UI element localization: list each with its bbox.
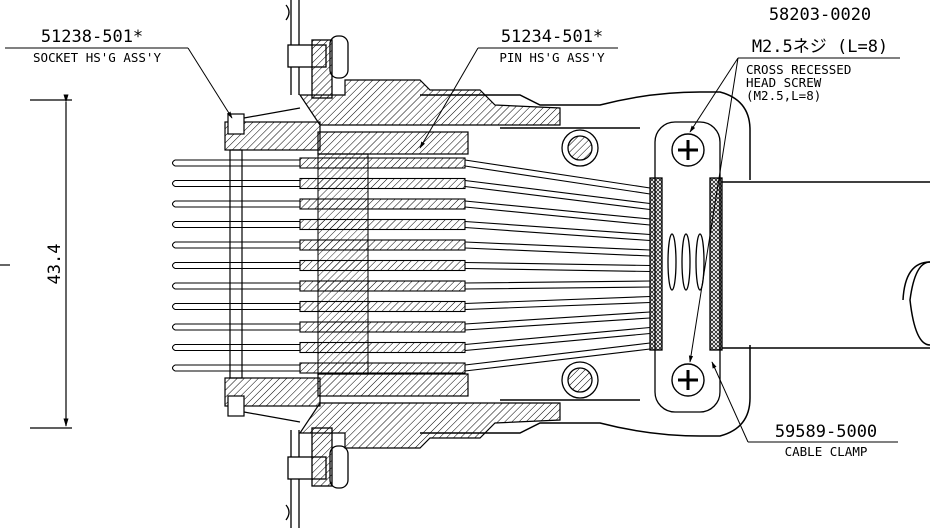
screw-desc-1: CROSS RECESSED (746, 62, 851, 77)
wire-lead (171, 200, 300, 208)
wire-bundle (171, 157, 651, 374)
screw-jp: M2.5ネジ (L=8) (752, 37, 888, 57)
wire-fan (464, 326, 651, 352)
wire-fan (464, 159, 651, 195)
wire-lead (171, 159, 300, 167)
wire-lead (171, 282, 300, 290)
socket-housing (224, 107, 321, 423)
mounting-panel (285, 0, 349, 528)
wire-lead (171, 323, 300, 331)
contact (299, 239, 466, 251)
contact (299, 198, 466, 210)
screw-desc-3: (M2.5,L=8) (746, 88, 821, 103)
pin-part-no: 51234-501* (501, 27, 603, 47)
contact (299, 157, 466, 169)
dimension-value: 43.4 (45, 244, 65, 285)
wire-fan (464, 311, 651, 331)
contact (299, 321, 466, 333)
wire-fan (464, 220, 651, 242)
clamp-part-no: 59589-5000 (775, 422, 877, 442)
wire-lead (171, 261, 300, 270)
pin-desc: PIN HS'G ASS'Y (499, 50, 605, 65)
wire-fan (464, 241, 651, 257)
wire-lead (171, 179, 300, 188)
contact (299, 362, 466, 374)
clamp-desc: CABLE CLAMP (785, 444, 868, 459)
wire-lead (171, 302, 300, 311)
wire-lead (171, 364, 300, 372)
contact (299, 218, 466, 231)
boss-bottom (561, 361, 599, 399)
wire-lead (171, 241, 300, 249)
dimension-43-4 (0, 94, 72, 429)
contact (299, 300, 466, 313)
pin-housing (298, 79, 561, 449)
wire-fan (464, 295, 651, 311)
contact (299, 280, 466, 292)
screw-desc-2: HEAD SCREW (746, 75, 822, 90)
boss-top (561, 129, 599, 167)
wire-lead (171, 343, 300, 352)
screw-top (671, 133, 705, 167)
contact (299, 259, 466, 272)
screw-bottom (671, 363, 705, 397)
wire-fan (464, 342, 651, 372)
contact (299, 177, 466, 190)
wire-fan (464, 179, 651, 211)
backshell-outline (420, 91, 751, 437)
wire-lead (171, 220, 300, 229)
wire-fan (464, 261, 651, 273)
wire-fan (464, 280, 651, 290)
screw-part-no: 58203-0020 (769, 5, 871, 25)
socket-part-no: 51238-501* (41, 27, 143, 47)
cable (722, 181, 930, 349)
socket-desc: SOCKET HS'G ASS'Y (33, 50, 161, 65)
contact (299, 341, 466, 354)
cable-clamp (649, 121, 723, 413)
wire-fan (464, 200, 651, 226)
